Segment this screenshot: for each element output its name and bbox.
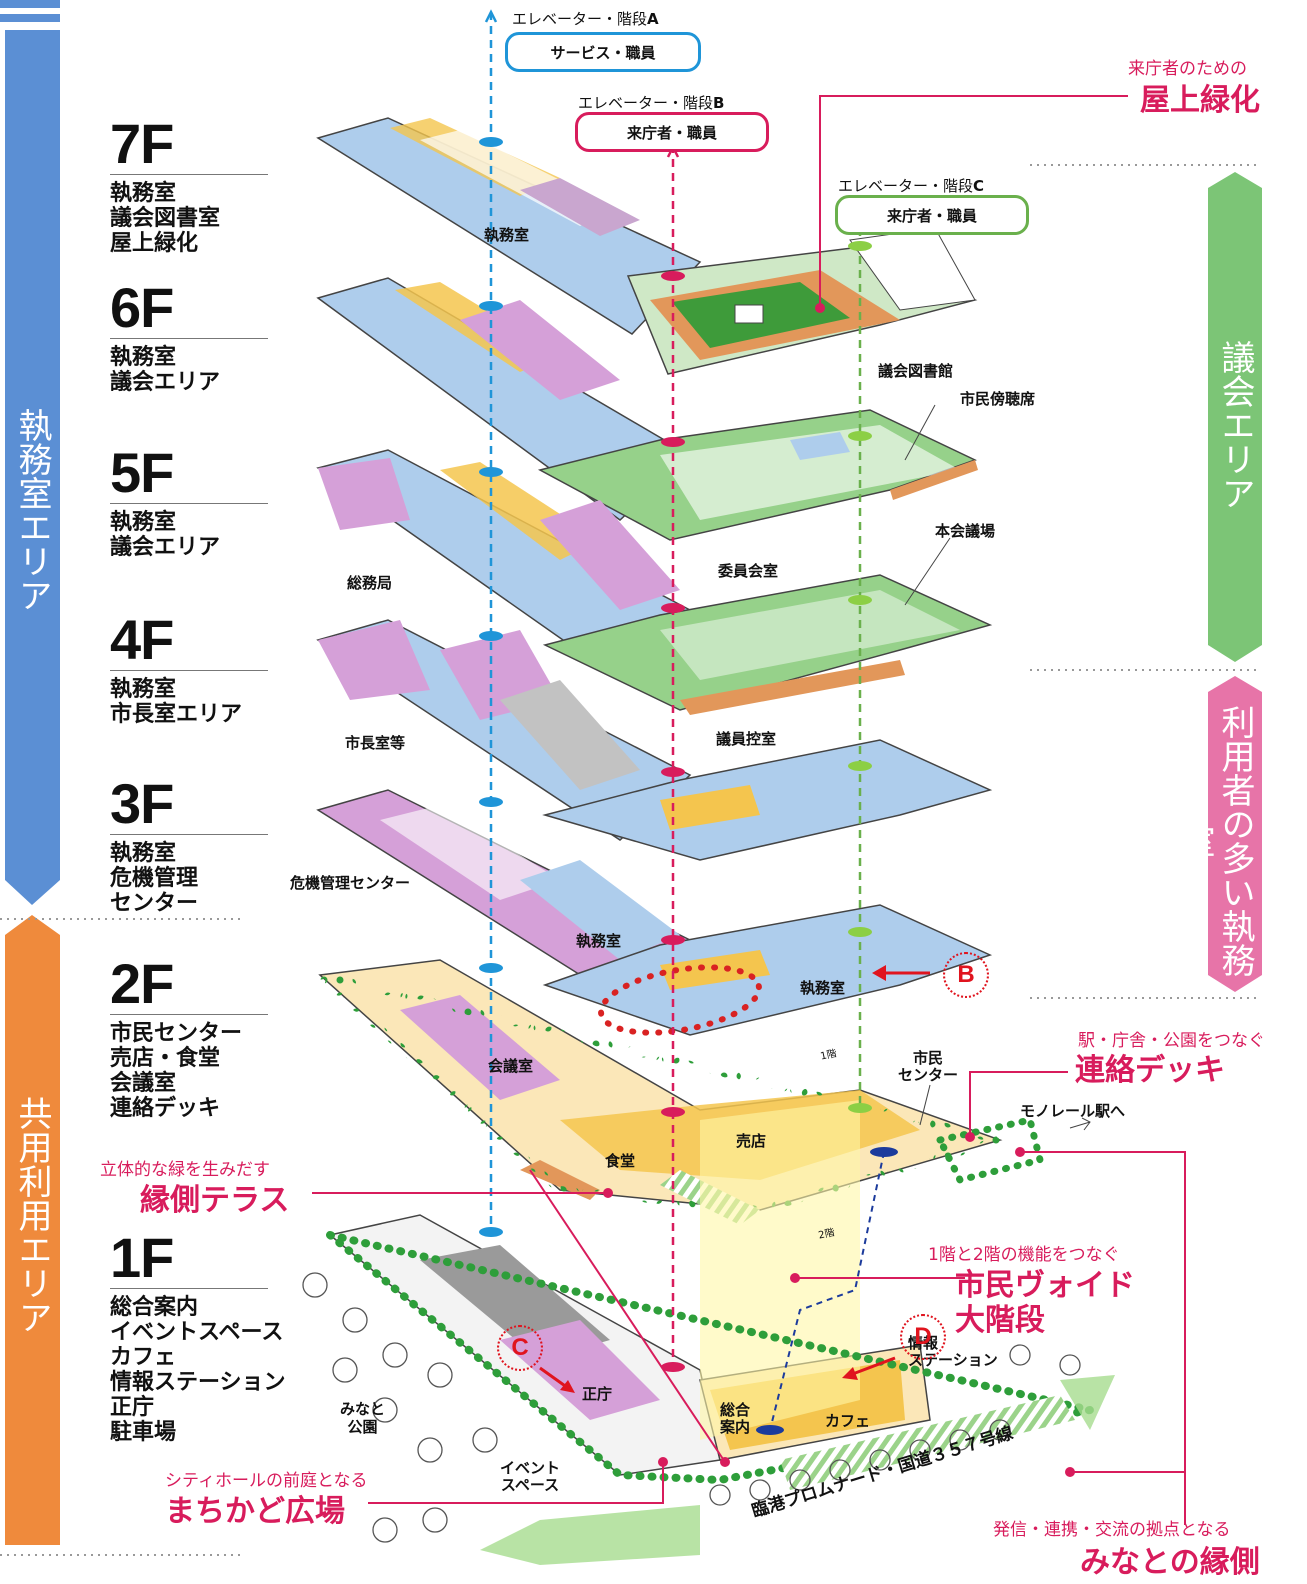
- elevator-c-title: エレベーター・階段C: [838, 177, 985, 195]
- plaza-sub: シティホールの前庭となる: [165, 1471, 368, 1491]
- floor-name: 2F: [110, 952, 174, 1015]
- void-title-2: 大階段: [955, 1303, 1045, 1338]
- floor-desc-line: 危機管理: [110, 866, 199, 891]
- label-civic-center: 市民 センター: [898, 1049, 959, 1084]
- floor-desc-line: 議会エリア: [110, 535, 221, 560]
- floor-desc-line: 議会エリア: [110, 370, 221, 395]
- label-committee: 委員会室: [718, 562, 779, 580]
- plate-5f: [316, 449, 993, 715]
- label-reception: 総合 案内: [720, 1401, 751, 1436]
- elevator-b-title: エレベーター・階段B: [578, 94, 725, 112]
- floor-desc-line: 執務室: [110, 345, 177, 370]
- terrace-sub: 立体的な緑を生みだす: [100, 1160, 270, 1180]
- engawa-title: みなとの縁側: [1080, 1545, 1260, 1580]
- engawa-sub: 発信・連携・交流の拠点となる: [993, 1520, 1231, 1540]
- busy-office-bar: [1208, 676, 1262, 992]
- plate-4f: [316, 619, 993, 861]
- floor-desc-line: 執務室: [110, 841, 177, 866]
- floor-desc-line: センター: [110, 891, 199, 916]
- floor-name: 3F: [110, 772, 174, 835]
- floor-label-4f: 4F 執務室 市長室エリア: [110, 612, 270, 727]
- elevator-a-box: サービス・職員: [505, 32, 701, 72]
- label-seicho: 正庁: [582, 1385, 613, 1403]
- rooftop-sub: 来庁者のための: [1128, 59, 1247, 79]
- label-shitsumu-7f: 執務室: [484, 226, 530, 244]
- label-cafe: カフェ: [825, 1412, 871, 1430]
- label-general-affairs: 総務局: [347, 574, 393, 592]
- leader-lines: [312, 95, 1186, 1525]
- trees: [302, 1272, 1081, 1543]
- label-shop: 売店: [736, 1132, 767, 1150]
- assembly-area-label: 議会エリア: [1215, 340, 1255, 510]
- floor-label-1f: 1F 総合案内 イベントスペース カフェ 情報ステーション 正庁 駐車場: [110, 1226, 286, 1445]
- shared-area-label: 共用利用エリア: [12, 1096, 52, 1334]
- marker-arrows: [539, 965, 930, 1393]
- label-gallery: 市民傍聴席: [960, 390, 1036, 408]
- deck-title: 連絡デッキ: [1075, 1053, 1225, 1088]
- rooftop-title: 屋上緑化: [1140, 83, 1260, 118]
- floor-desc-line: 執務室: [110, 510, 177, 535]
- label-waiting: 議員控室: [716, 730, 777, 748]
- floor-desc-line: 執務室: [110, 677, 177, 702]
- floor-desc-line: カフェ: [110, 1345, 177, 1370]
- void-sub: 1階と2階の機能をつなぐ: [928, 1245, 1120, 1265]
- floor-desc-line: 会議室: [110, 1071, 177, 1096]
- floor-label-3f: 3F 執務室 危機管理 センター: [110, 776, 270, 916]
- label-event: イベント スペース: [500, 1459, 561, 1494]
- floor-label-5f: 5F 執務室 議会エリア: [110, 445, 270, 560]
- plaza-title: まちかど広場: [165, 1494, 345, 1529]
- label-shitsumu-2f-a: 執務室: [576, 932, 622, 950]
- deck-sub: 駅・庁舎・公園をつなぐ: [1078, 1031, 1265, 1051]
- floor-label-6f: 6F 執務室 議会エリア: [110, 280, 270, 395]
- terrace-title: 縁側テラス: [140, 1183, 290, 1218]
- floor-name: 6F: [110, 276, 174, 339]
- plate-3f: [316, 789, 993, 1036]
- plate-7f: [316, 117, 978, 375]
- label-monorail: モノレール駅へ: [1020, 1102, 1126, 1120]
- marker-b: B: [943, 952, 989, 998]
- floor-desc-line: 市民センター: [110, 1021, 243, 1046]
- elevator-b-box: 来庁者・職員: [575, 112, 769, 152]
- plate-6f: [316, 277, 978, 541]
- floor-desc-line: 駐車場: [110, 1420, 177, 1445]
- elevator-a-title: エレベーター・階段A: [512, 10, 659, 28]
- floor-desc-line: 正庁: [110, 1395, 155, 1420]
- assembly-area-bar: [1208, 172, 1262, 662]
- floor-desc-line: 市長室エリア: [110, 702, 243, 727]
- elevator-c-box: 来庁者・職員: [835, 195, 1029, 235]
- label-mayor: 市長室等: [345, 734, 406, 752]
- label-meeting: 会議室: [488, 1057, 534, 1075]
- label-park: みなと 公園: [340, 1400, 386, 1436]
- floor-desc-line: 議会図書室: [110, 206, 221, 231]
- floor-label-2f: 2F 市民センター 売店・食堂 会議室 連絡デッキ: [110, 956, 270, 1121]
- label-crisis: 危機管理センター: [290, 874, 411, 892]
- floor-desc-line: 執務室: [110, 181, 177, 206]
- floor-name: 4F: [110, 608, 174, 671]
- marker-d: D: [900, 1314, 946, 1360]
- floor-name: 7F: [110, 112, 174, 175]
- floor-desc-line: 売店・食堂: [110, 1046, 221, 1071]
- office-area-bar: [0, 0, 60, 905]
- floor-name: 1F: [110, 1226, 174, 1289]
- void-title-1: 市民ヴォイド: [955, 1268, 1135, 1303]
- label-cafeteria: 食堂: [605, 1152, 636, 1170]
- label-library: 議会図書館: [878, 362, 954, 380]
- office-area-label: 執務室エリア: [12, 408, 52, 612]
- floor-label-7f: 7F 執務室 議会図書室 屋上緑化: [110, 116, 270, 256]
- floor-name: 5F: [110, 441, 174, 504]
- floor-desc-line: イベントスペース: [110, 1320, 284, 1345]
- floor-desc-line: 総合案内: [110, 1295, 199, 1320]
- busy-office-label: 利用者の多い執務室: [1175, 705, 1255, 977]
- label-shitsumu-2f-b: 執務室: [800, 979, 846, 997]
- floor-desc-line: 情報ステーション: [110, 1370, 286, 1395]
- label-chamber: 本会議場: [935, 522, 996, 540]
- marker-c: C: [497, 1325, 543, 1371]
- floor-desc-line: 連絡デッキ: [110, 1096, 221, 1121]
- shared-area-bar: [5, 915, 60, 1545]
- floor-desc-line: 屋上緑化: [110, 231, 199, 256]
